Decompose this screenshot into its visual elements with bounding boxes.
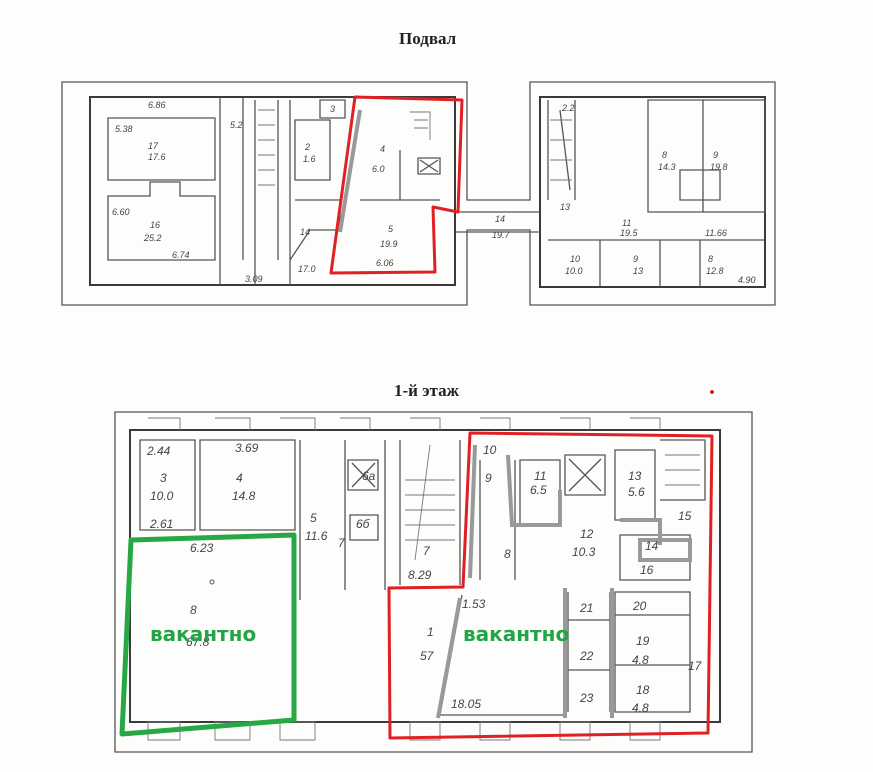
svg-text:4.8: 4.8 (632, 653, 649, 667)
svg-text:6.74: 6.74 (172, 250, 190, 260)
svg-text:6.0: 6.0 (372, 164, 385, 174)
svg-text:4.8: 4.8 (632, 701, 649, 715)
svg-text:3: 3 (160, 471, 167, 485)
svg-text:57: 57 (420, 649, 435, 663)
svg-text:14: 14 (645, 539, 659, 553)
svg-text:5.2: 5.2 (230, 120, 243, 130)
svg-text:8: 8 (504, 547, 511, 561)
svg-text:10.0: 10.0 (565, 266, 583, 276)
svg-text:8: 8 (662, 150, 667, 160)
svg-text:13: 13 (560, 202, 570, 212)
svg-text:19: 19 (636, 634, 650, 648)
svg-text:18.05: 18.05 (451, 697, 481, 711)
vacant-label-left: вакантно (150, 622, 257, 646)
svg-text:19.9: 19.9 (380, 239, 398, 249)
svg-text:1.6: 1.6 (303, 154, 316, 164)
first-floor-title: 1-й этаж (394, 381, 459, 400)
svg-text:2.2: 2.2 (561, 103, 575, 113)
svg-text:16: 16 (640, 563, 654, 577)
svg-text:6.06: 6.06 (376, 258, 394, 268)
svg-text:10: 10 (483, 443, 497, 457)
basement-title: Подвал (399, 29, 457, 48)
svg-text:11.66: 11.66 (705, 228, 727, 238)
svg-text:5.38: 5.38 (115, 124, 133, 134)
svg-text:20: 20 (632, 599, 647, 613)
svg-text:5: 5 (388, 224, 394, 234)
svg-text:19.5: 19.5 (620, 228, 639, 238)
svg-text:3: 3 (330, 104, 335, 114)
svg-text:9: 9 (633, 254, 638, 264)
svg-text:6.23: 6.23 (190, 541, 214, 555)
svg-text:4: 4 (236, 471, 243, 485)
svg-text:21: 21 (579, 601, 593, 615)
svg-text:23: 23 (579, 691, 594, 705)
svg-text:22: 22 (579, 649, 594, 663)
svg-text:6.5: 6.5 (530, 483, 547, 497)
svg-text:19.7: 19.7 (492, 230, 511, 240)
svg-text:3.09: 3.09 (245, 274, 263, 284)
svg-text:14.3: 14.3 (658, 162, 676, 172)
svg-text:25.2: 25.2 (143, 233, 162, 243)
svg-text:8: 8 (190, 603, 197, 617)
svg-text:6.60: 6.60 (112, 207, 130, 217)
svg-text:14: 14 (300, 227, 310, 237)
svg-text:12.8: 12.8 (706, 266, 724, 276)
svg-text:18: 18 (636, 683, 650, 697)
svg-text:6.86: 6.86 (148, 100, 166, 110)
svg-text:10: 10 (570, 254, 580, 264)
svg-text:13: 13 (628, 469, 642, 483)
svg-text:17.0: 17.0 (298, 264, 316, 274)
svg-text:4.90: 4.90 (738, 275, 756, 285)
svg-text:19.8: 19.8 (710, 162, 728, 172)
first-floor-plan: 2.44 310.0 3.69 414.8 2.61 6.23 867.8 51… (114, 390, 753, 753)
vacant-label-right: вакантно (463, 622, 570, 646)
svg-text:10.3: 10.3 (572, 545, 596, 559)
svg-text:13: 13 (633, 266, 643, 276)
svg-text:6а: 6а (362, 469, 376, 483)
svg-text:14.8: 14.8 (232, 489, 256, 503)
svg-text:11: 11 (622, 218, 631, 228)
svg-text:5.6: 5.6 (628, 485, 645, 499)
svg-text:12: 12 (580, 527, 594, 541)
svg-text:17: 17 (148, 141, 159, 151)
svg-text:1: 1 (427, 625, 434, 639)
svg-text:9: 9 (485, 471, 492, 485)
svg-text:11: 11 (534, 469, 546, 483)
svg-text:7: 7 (338, 536, 346, 550)
svg-text:17.6: 17.6 (148, 152, 166, 162)
svg-text:11.6: 11.6 (305, 529, 328, 543)
svg-text:2.44: 2.44 (146, 444, 171, 458)
svg-text:7: 7 (423, 544, 431, 558)
svg-text:14: 14 (495, 214, 505, 224)
svg-text:67.8: 67.8 (186, 635, 210, 649)
svg-text:16: 16 (150, 220, 160, 230)
svg-text:4: 4 (380, 144, 385, 154)
svg-text:9: 9 (713, 150, 718, 160)
svg-text:5: 5 (310, 511, 317, 525)
svg-text:17: 17 (688, 659, 703, 673)
svg-text:2.61: 2.61 (149, 517, 173, 531)
svg-text:15: 15 (678, 509, 692, 523)
svg-text:8: 8 (708, 254, 713, 264)
svg-text:3.69: 3.69 (235, 441, 259, 455)
svg-text:8.29: 8.29 (408, 568, 432, 582)
svg-text:6б: 6б (356, 517, 371, 531)
svg-text:2: 2 (304, 142, 310, 152)
svg-text:1.53: 1.53 (462, 597, 486, 611)
svg-text:10.0: 10.0 (150, 489, 174, 503)
